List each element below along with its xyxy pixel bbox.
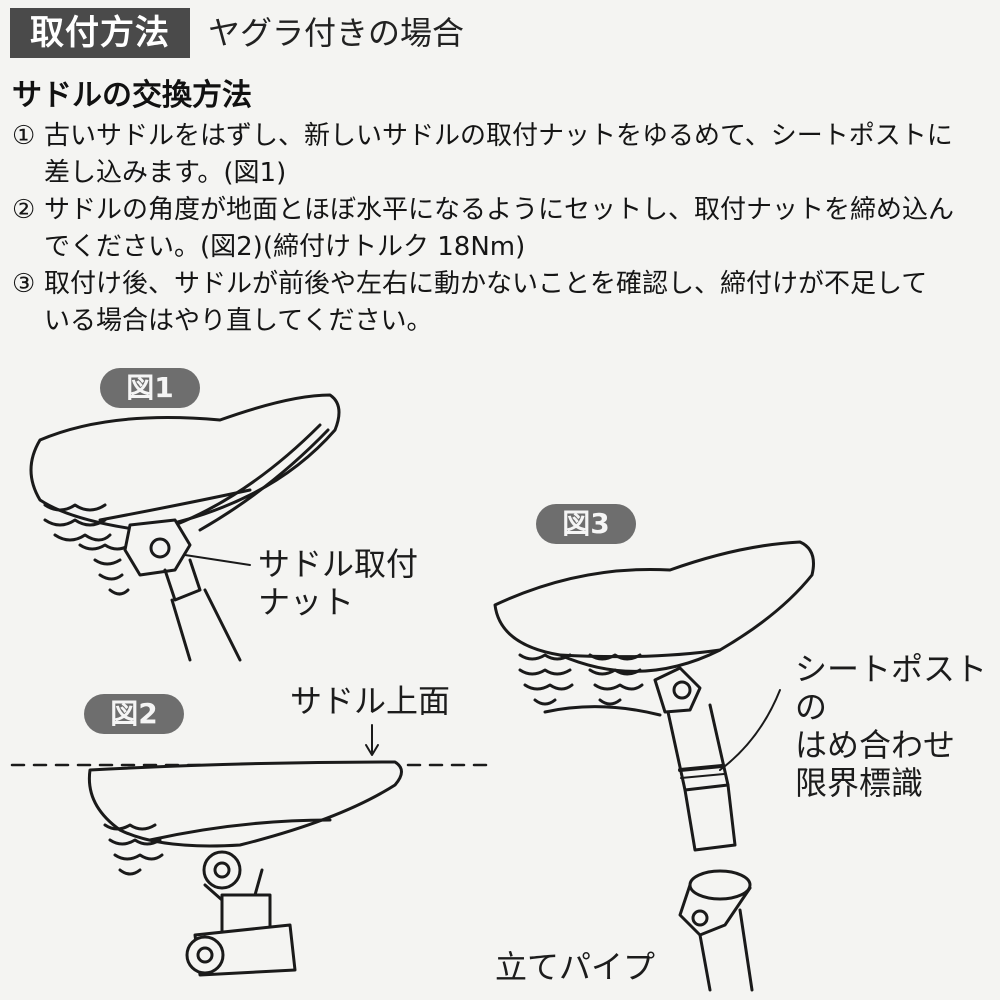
section-tag: 取付方法: [10, 8, 190, 58]
figure-2-callout: サドル上面: [290, 682, 451, 720]
callout-line: はめ合わせ: [795, 726, 956, 764]
page-title: サドルの交換方法: [12, 78, 252, 113]
figure-2-label: 図2: [84, 694, 184, 734]
callout-line: の: [795, 688, 828, 726]
instruction-steps: ① 古いサドルをはずし、新しいサドルの取付ナットをゆるめて、シートポストに 差し…: [12, 118, 992, 340]
step-number: ①: [12, 121, 36, 151]
section-subtitle: ヤグラ付きの場合: [208, 14, 465, 52]
step-text: サドルの角度が地面とほぼ水平になるようにセットし、取付ナットを締め込ん でくださ…: [44, 192, 992, 266]
figure-3-label: 図3: [536, 504, 636, 544]
step-number: ②: [12, 195, 36, 225]
figure-2-saddle-drawing: [10, 724, 497, 977]
step-3: ③ 取付け後、サドルが前後や左右に動かないことを確認し、締付けが不足して いる場…: [12, 266, 992, 340]
step-line: 古いサドルをはずし、新しいサドルの取付ナットをゆるめて、シートポストに: [44, 121, 953, 151]
figure-1-label: 図1: [100, 368, 200, 408]
figure-3-saddle-drawing: [493, 540, 815, 992]
step-line: 差し込みます。(図1): [44, 158, 287, 188]
step-text: 取付け後、サドルが前後や左右に動かないことを確認し、締付けが不足して いる場合は…: [44, 266, 992, 340]
callout-line: シートポスト: [795, 650, 988, 688]
step-number: ③: [12, 269, 36, 299]
step-line: でください。(図2)(締付けトルク 18Nm): [44, 232, 526, 262]
step-line: サドルの角度が地面とほぼ水平になるようにセットし、取付ナットを締め込ん: [44, 195, 955, 225]
step-text: 古いサドルをはずし、新しいサドルの取付ナットをゆるめて、シートポストに 差し込み…: [44, 118, 992, 192]
step-line: 取付け後、サドルが前後や左右に動かないことを確認し、締付けが不足して: [44, 269, 928, 299]
step-2: ② サドルの角度が地面とほぼ水平になるようにセットし、取付ナットを締め込ん でく…: [12, 192, 992, 266]
figure-3-callout: シートポスト の はめ合わせ 限界標識: [795, 650, 987, 802]
figure-1-saddle-drawing: [29, 393, 341, 662]
callout-line: 限界標識: [795, 764, 924, 802]
figure-1-callout: サドル取付 ナット: [258, 545, 418, 621]
figure-3-bottom-callout: 立てパイプ: [495, 948, 656, 986]
callout-line: ナット: [258, 583, 355, 621]
callout-line: サドル取付: [258, 545, 419, 583]
step-line: いる場合はやり直してください。: [44, 306, 433, 336]
step-1: ① 古いサドルをはずし、新しいサドルの取付ナットをゆるめて、シートポストに 差し…: [12, 118, 992, 192]
